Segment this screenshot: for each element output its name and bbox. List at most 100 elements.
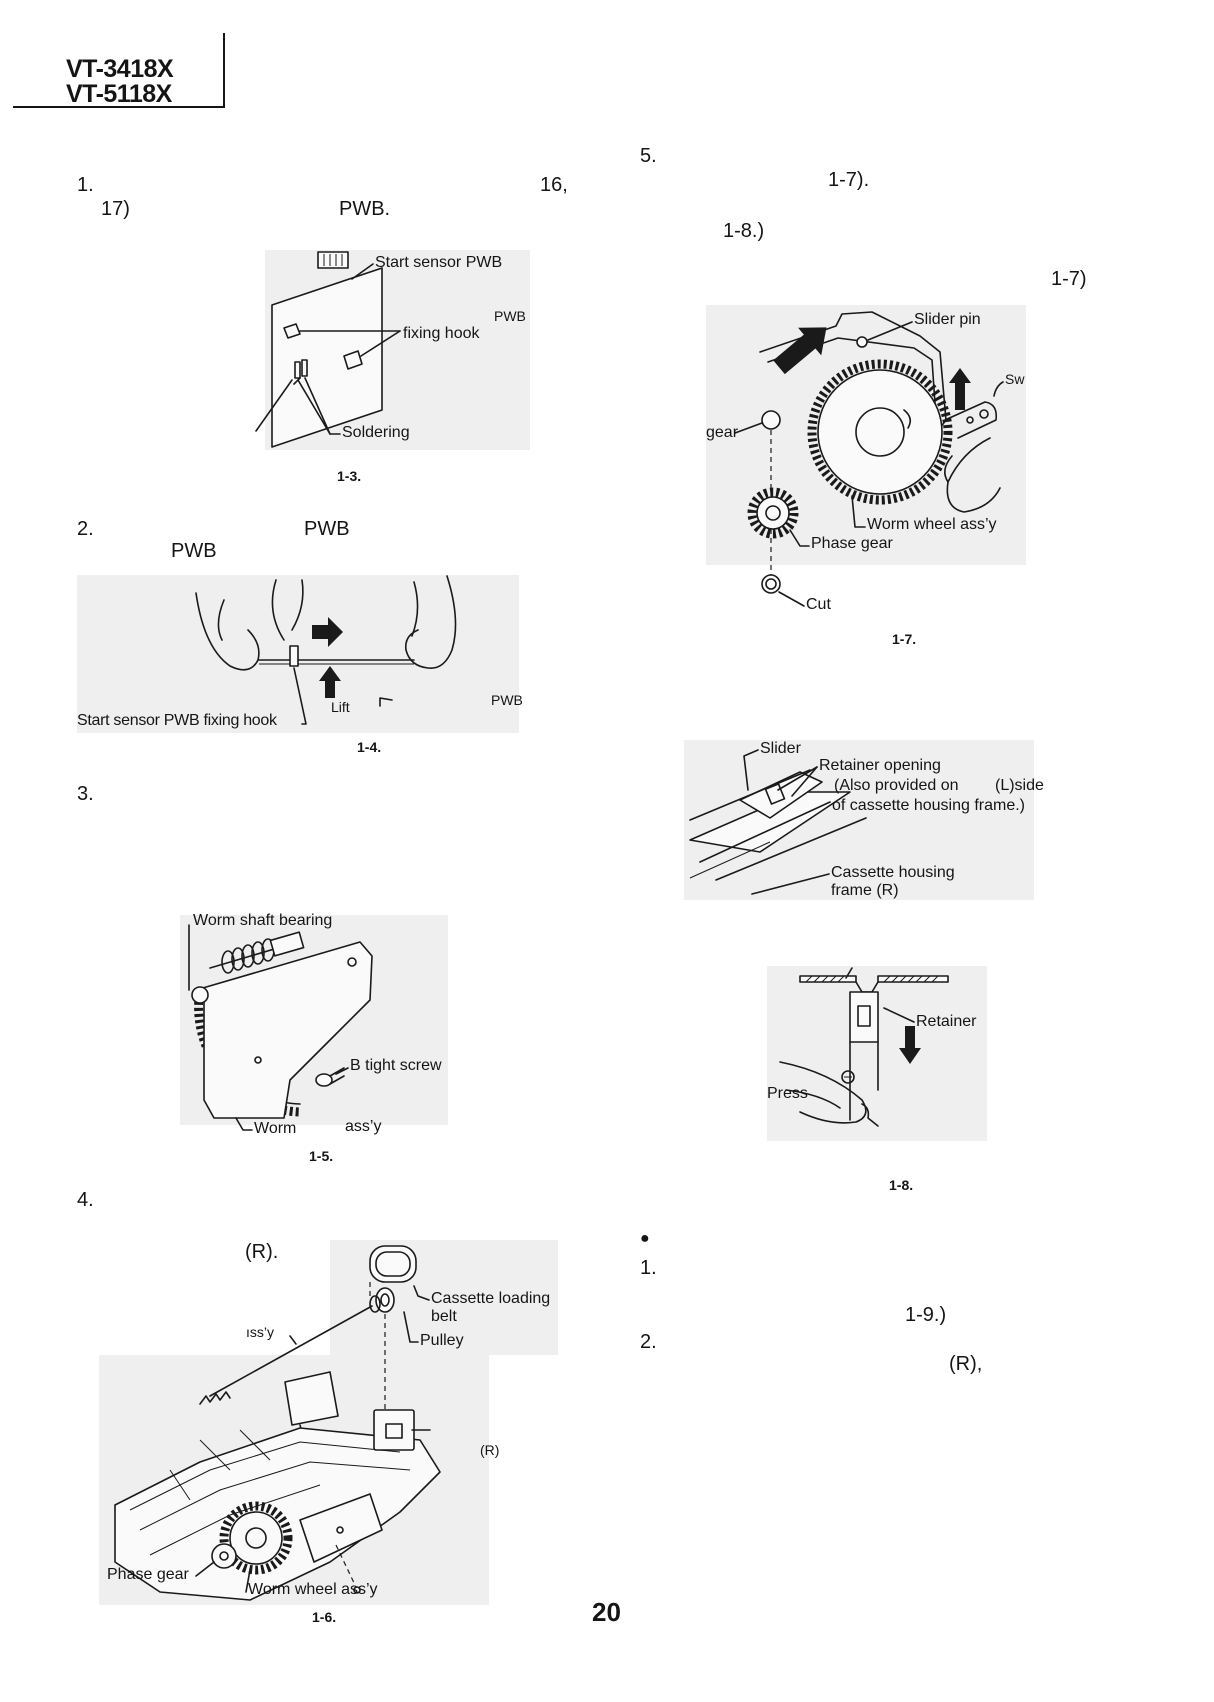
label-frame-r: frame (R) [831,882,899,899]
fixing-hook-shape [283,323,301,339]
step-5-ref-fig-1-7-second: 1-7) [1051,268,1087,290]
label-b-tight-screw: B tight screw [350,1057,442,1074]
step-4-number: 4. [77,1189,94,1211]
screw-shape [315,1067,345,1087]
arrow-down-icon [899,1026,921,1064]
loading-belt-shape [369,1245,417,1283]
section-step-2-number: 2. [640,1331,657,1353]
label-worm: Worm [254,1120,297,1137]
step-1-number: 1. [77,174,94,196]
figure-1-8-drawing [767,966,987,1141]
pulley-shape [369,1287,395,1313]
shaft-shape [209,1305,373,1397]
label-also-provided-on: (Also provided on [834,777,959,794]
header-divider-vertical [223,33,225,108]
sw-lever-shape [944,401,998,439]
bearing-shape [191,986,209,1004]
figure-1-5-drawing [180,915,448,1131]
solder-terminal-shape [301,359,308,377]
step-1-pwb: PWB. [339,198,391,220]
figure-1-7-caption: 1-7. [892,631,917,647]
slider-pin-shape [856,336,868,348]
connector-shape [317,251,349,269]
hatched-frame-shape [799,975,949,993]
figure-1-3-drawing [255,250,530,450]
label-sw: Sw [1005,371,1025,387]
figure-1-6-drawing [99,1240,558,1605]
chassis-shape [114,1427,441,1601]
figure-1-4-caption: 1-4. [357,739,382,755]
label-cassette-housing: Cassette housing [831,864,955,881]
step-5-number: 5. [640,145,657,167]
worm-wheel-shape [807,359,953,505]
step-2-pwb: PWB [304,518,350,540]
header-divider-horizontal [13,106,225,108]
label-pwb: PWB [491,692,523,708]
page-number: 20 [592,1597,621,1627]
step-2-pwb-second: PWB [171,540,217,562]
figure-slider-drawing [684,740,1034,900]
label-retainer-opening: Retainer opening [819,757,941,774]
arrow-up-icon [319,666,341,698]
worm-wheel-teeth-shape [194,989,301,1117]
label-cut: Cut [806,596,831,613]
step-5-ref-fig-1-8: 1-8.) [723,220,765,242]
figure-1-4-drawing [77,575,519,733]
label-worm-wheel-assy: Worm wheel ass’y [867,516,997,533]
arrow-up-icon [949,368,971,410]
phase-gear-shape [211,1543,237,1569]
worm-spring-shape [221,938,275,974]
step-1-ref-17: 17) [101,198,130,220]
section-step-1-number: 1. [640,1257,657,1279]
arrow-right-icon [312,617,343,647]
section-ref-fig-1-9: 1-9.) [905,1304,947,1326]
label-start-sensor-pwb: Start sensor PWB [375,254,503,271]
label-worm-wheel-assy: Worm wheel ass’y [248,1581,378,1598]
label-slider-pin: Slider pin [914,311,981,328]
label-cassette-housing-frame-note: of cassette housing frame.) [832,797,1025,814]
label-assy-partial: ıss’y [246,1324,274,1340]
solder-terminal-shape [294,361,301,379]
step-5-ref-fig-1-7: 1-7). [828,169,870,191]
right-hand-shape [404,575,457,669]
label-start-sensor-pwb-fixing-hook: Start sensor PWB fixing hook [77,712,277,729]
figure-1-5-caption: 1-5. [309,1148,334,1164]
gear-shape [761,410,781,430]
left-hand-shape [195,592,260,671]
label-worm-shaft-bearing: Worm shaft bearing [193,912,333,929]
phase-gear-shape [747,487,799,539]
label-soldering: Soldering [342,424,410,441]
label-r: (R) [480,1442,500,1458]
label-pwb: PWB [494,308,526,324]
figure-1-6-caption: 1-6. [312,1609,337,1625]
label-press: Press [767,1085,808,1102]
worm-wheel-shape [219,1501,293,1575]
figure-1-3-caption: 1-3. [337,468,362,484]
arrow-diagonal-icon [773,327,827,375]
fixing-hook-shape [289,645,299,667]
step-3-number: 3. [77,783,94,805]
label-cassette-loading: Cassette loading [431,1290,551,1307]
model-number-primary: VT-3418X [66,55,174,83]
hand-shape [946,437,1001,513]
step-2-number: 2. [77,518,94,540]
cassette-holder-shape [284,1371,339,1426]
label-assy: ass’y [345,1118,382,1135]
figure-1-8-caption: 1-8. [889,1177,914,1193]
label-fixing-hook: fixing hook [403,325,480,342]
label-phase-gear: Phase gear [107,1566,189,1583]
section-step-2-r: (R), [949,1353,983,1375]
label-belt: belt [431,1308,457,1325]
label-l-side: (L)side [995,777,1044,794]
step-1-ref-16: 16, [540,174,568,196]
cut-ring-shape [761,574,781,594]
worm-bracket-shape [299,1493,383,1563]
label-lift: Lift [331,699,350,715]
hand-shape [779,1061,867,1124]
bullet-icon: ● [640,1230,650,1247]
pwb-board-shape [271,267,383,448]
retainer-shape [849,991,879,1043]
screw-shape [841,1070,855,1084]
